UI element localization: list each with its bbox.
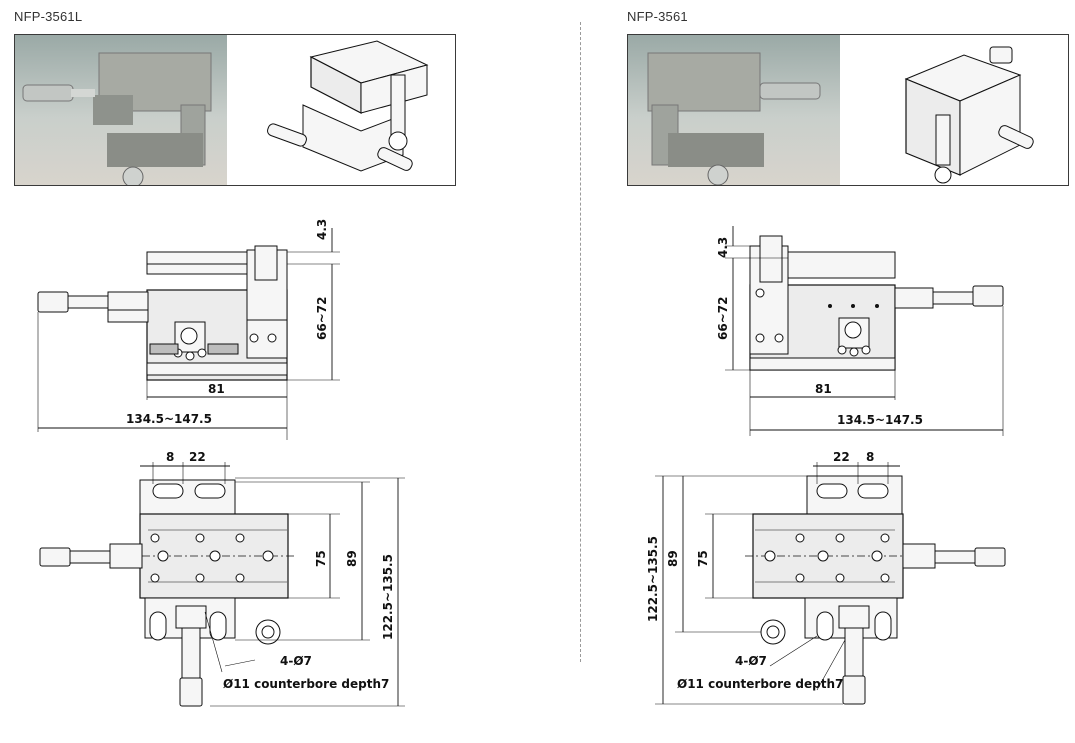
product-photo bbox=[628, 35, 840, 185]
dim-width: 81 bbox=[208, 382, 225, 396]
model-title: NFP-3561 bbox=[627, 9, 688, 24]
dim-total-length: 134.5~147.5 bbox=[837, 413, 923, 427]
dim-slot-width: 8 bbox=[166, 450, 174, 464]
note-counterbore: Ø11 counterbore depth7 bbox=[677, 677, 843, 691]
dim-top-thickness: 4.3 bbox=[315, 219, 329, 240]
technical-drawing: 4.3 66~72 81 134.5~147.5 bbox=[646, 226, 1006, 705]
product-nfp-3561l: NFP-3561L bbox=[0, 0, 520, 743]
dim-75: 75 bbox=[696, 550, 710, 567]
dim-slot-pitch: 22 bbox=[833, 450, 850, 464]
product-nfp-3561: NFP-3561 bbox=[555, 0, 1075, 743]
product-photo-frame bbox=[14, 34, 456, 186]
model-title: NFP-3561L bbox=[14, 9, 83, 24]
stage-photo-illustration bbox=[22, 52, 212, 185]
dim-total-depth: 122.5~135.5 bbox=[381, 554, 395, 640]
top-view: 22 8 75 89 122.5~135.5 4-Ø7 Ø11 counterb… bbox=[646, 450, 1006, 705]
product-photo-frame bbox=[627, 34, 1069, 186]
dim-total-depth: 122.5~135.5 bbox=[646, 536, 660, 622]
dim-89: 89 bbox=[345, 550, 359, 567]
dim-slot-pitch: 22 bbox=[189, 450, 206, 464]
dim-height-range: 66~72 bbox=[315, 297, 329, 340]
stage-render-illustration bbox=[267, 40, 429, 172]
front-view: 4.3 66~72 81 134.5~147.5 bbox=[716, 226, 1004, 436]
dim-height-range: 66~72 bbox=[716, 297, 730, 340]
dim-top-thickness: 4.3 bbox=[716, 237, 730, 258]
stage-photo-illustration bbox=[647, 52, 821, 185]
product-photo bbox=[15, 35, 227, 185]
column-divider bbox=[580, 22, 581, 662]
dim-89: 89 bbox=[666, 550, 680, 567]
front-view: 4.3 66~72 81 134.5~147.5 bbox=[37, 219, 340, 440]
dim-width: 81 bbox=[815, 382, 832, 396]
note-holes: 4-Ø7 bbox=[280, 654, 312, 668]
stage-render-illustration bbox=[904, 46, 1034, 184]
note-holes: 4-Ø7 bbox=[735, 654, 767, 668]
note-counterbore: Ø11 counterbore depth7 bbox=[223, 677, 389, 691]
top-view: 8 22 75 89 122.5~135.5 4-Ø7 Ø11 counterb… bbox=[39, 450, 405, 707]
dim-total-length: 134.5~147.5 bbox=[126, 412, 212, 426]
dim-75: 75 bbox=[314, 550, 328, 567]
product-render bbox=[227, 35, 455, 185]
technical-drawing: 4.3 66~72 81 134.5~147.5 bbox=[37, 219, 405, 707]
dim-slot-width: 8 bbox=[866, 450, 874, 464]
product-render bbox=[840, 35, 1068, 185]
